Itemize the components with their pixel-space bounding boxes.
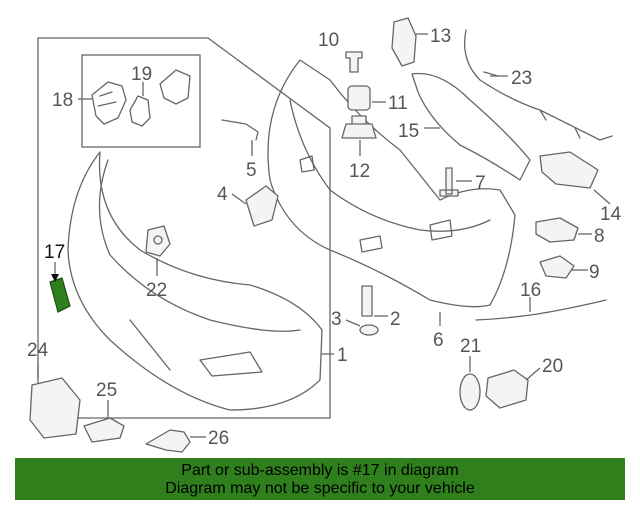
callout-16: 16	[520, 280, 541, 301]
callout-24: 24	[27, 340, 49, 361]
wiring-23-shape	[463, 29, 613, 141]
callout-21: 21	[460, 336, 481, 357]
callout-10: 10	[318, 30, 339, 51]
license-bracket-24-shape	[29, 377, 81, 439]
callout-6: 6	[433, 330, 444, 351]
arrow-17	[51, 274, 59, 282]
leader-4	[231, 193, 247, 205]
callout-1: 1	[337, 345, 348, 366]
bracket-inset-box	[81, 54, 201, 148]
bumper-cover-shape	[67, 151, 323, 411]
bracket-25-shape	[83, 417, 125, 443]
absorber-15-shape	[411, 72, 531, 181]
washer-3-shape	[359, 324, 379, 336]
callout-20: 20	[542, 356, 563, 377]
callout-8: 8	[594, 226, 605, 247]
nut-12-shape	[341, 115, 377, 139]
screw-10-shape	[345, 51, 363, 73]
part-17-highlight	[49, 277, 71, 313]
callout-15: 15	[398, 121, 419, 142]
bumper-frame-6-detail	[289, 99, 491, 232]
callout-13: 13	[430, 26, 451, 47]
bracket-5-shape	[221, 119, 259, 141]
callout-19: 19	[131, 64, 152, 85]
bumper-cover-group-outline	[37, 37, 331, 419]
bracket-18-shape	[91, 81, 127, 125]
clip-22-hole	[153, 235, 163, 245]
bumper-frame-6-holes	[299, 155, 453, 253]
callout-5: 5	[246, 160, 257, 181]
callout-23: 23	[511, 68, 532, 89]
sensor-26-shape	[145, 429, 191, 453]
bracket-4-shape	[245, 185, 279, 227]
bolt-2-shape	[361, 285, 373, 317]
callout-7: 7	[475, 173, 486, 194]
callout-18: 18	[52, 90, 73, 111]
callout-17: 17	[44, 242, 65, 263]
callout-11: 11	[388, 93, 408, 114]
callout-22: 22	[146, 280, 167, 301]
callout-9: 9	[589, 262, 600, 283]
bumper-frame-6-shape	[267, 59, 516, 308]
callout-4: 4	[217, 184, 228, 205]
bracket-9-shape	[539, 255, 575, 279]
bumper-cover-grille-right	[129, 319, 171, 371]
bumper-cover-grille-left	[199, 351, 263, 377]
banner-line-2: Diagram may not be specific to your vehi…	[165, 480, 475, 497]
bracket-13-shape	[391, 17, 417, 67]
leader-14	[593, 189, 611, 205]
callout-3: 3	[331, 309, 342, 330]
callout-25: 25	[96, 380, 117, 401]
info-banner: Part or sub-assembly is #17 in diagram D…	[15, 458, 625, 500]
banner-line-1: Part or sub-assembly is #17 in diagram	[181, 462, 459, 479]
callout-2: 2	[390, 309, 401, 330]
callout-12: 12	[349, 161, 370, 182]
clip-19-shape	[129, 69, 191, 127]
bracket-8-shape	[535, 217, 579, 243]
clip-22-shape	[145, 225, 171, 257]
bumper-cover-inner-line	[98, 159, 301, 332]
ring-21-shape	[459, 373, 481, 411]
callout-14: 14	[600, 204, 622, 225]
spacer-11-shape	[347, 85, 371, 111]
leader-3	[345, 319, 361, 327]
bolt-7-shape	[439, 167, 459, 197]
leader-20	[525, 367, 541, 381]
strip-16-shape	[475, 299, 607, 321]
sensor-20-shape	[485, 369, 529, 409]
bracket-14-shape	[539, 151, 599, 189]
parts-diagram: 1 2 3 4 5 6 7 8 9 10 11 12 13 14 15 16 1…	[27, 17, 622, 453]
callout-26: 26	[208, 428, 229, 449]
